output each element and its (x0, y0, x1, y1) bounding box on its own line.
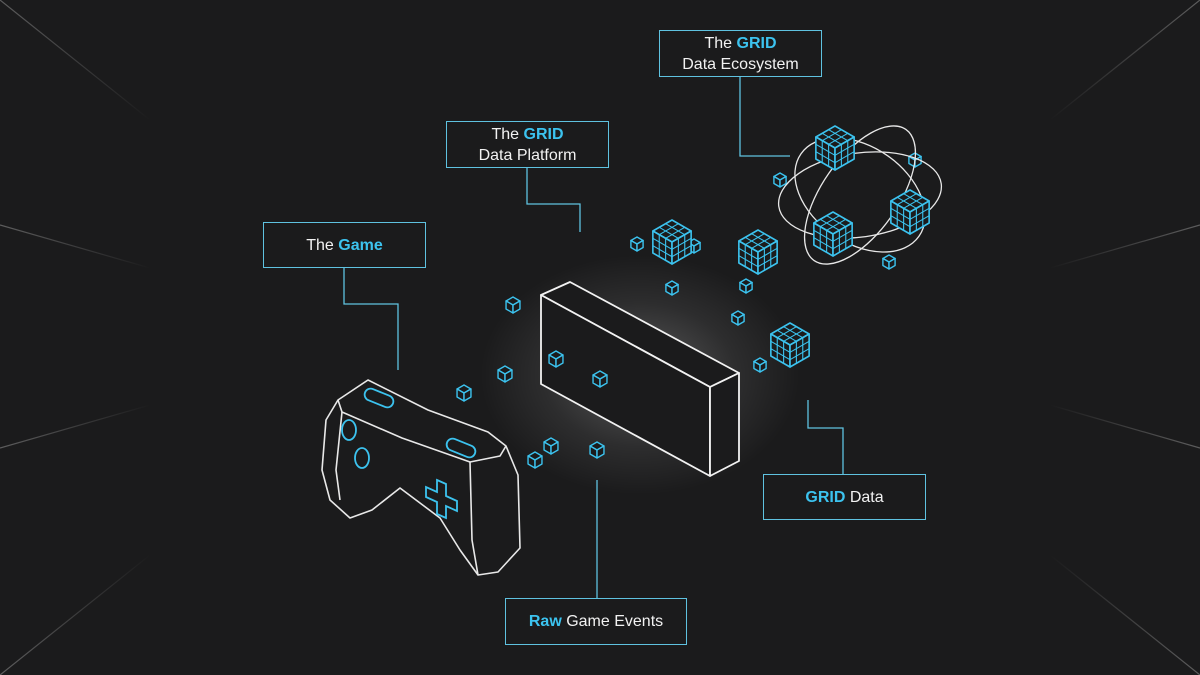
data-cube-icon (505, 296, 521, 314)
label-data-platform: The GRID Data Platform (446, 121, 609, 168)
label-platform-line2: Data Platform (478, 146, 577, 164)
label-ecosystem-highlight: GRID (736, 34, 777, 52)
data-cube-icon (813, 211, 853, 257)
controller-round-button-icon (354, 447, 370, 469)
data-cube-icon (652, 219, 692, 265)
controller-mid-button-icon (445, 437, 477, 459)
label-platform-highlight: GRID (523, 125, 564, 143)
label-data-ecosystem: The GRID Data Ecosystem (659, 30, 822, 77)
connector-lines (343, 76, 844, 598)
data-cube-icon (890, 189, 930, 235)
data-cube-icon (731, 310, 745, 326)
data-platform-block-icon (540, 281, 740, 477)
label-grid-data-suffix: Data (845, 488, 884, 506)
label-raw-game-events: Raw Game Events (505, 598, 687, 645)
data-cube-icon (456, 384, 472, 402)
label-ecosystem-prefix: The (704, 34, 737, 52)
data-cube-icon (815, 125, 855, 171)
ecosystem-cubes (813, 125, 930, 257)
dpad-icon (425, 478, 458, 520)
data-cube-icon (773, 172, 787, 188)
data-cube-icon (665, 280, 679, 296)
controller-buttons (341, 387, 477, 520)
data-cube-icon (630, 236, 644, 252)
data-cube-icon (497, 365, 513, 383)
data-cube-icon (527, 451, 543, 469)
data-cube-icon (738, 229, 778, 275)
large-data-cubes (652, 219, 810, 368)
label-raw-suffix: Game Events (561, 613, 664, 630)
data-cube-icon (739, 278, 753, 294)
label-raw-highlight: Raw (528, 613, 562, 630)
label-grid-data: GRID Data (763, 474, 926, 520)
data-cube-icon (589, 441, 605, 459)
controller-round-button-icon (341, 419, 357, 441)
connector-grid-data (807, 400, 844, 474)
data-cube-icon (753, 357, 767, 373)
game-controller-icon (321, 379, 521, 576)
label-game-prefix: The (306, 236, 339, 254)
controller-top-button-icon (363, 387, 395, 409)
label-game-highlight: Game (338, 236, 383, 254)
connector-ecosystem (739, 76, 790, 157)
data-cube-icon (548, 350, 564, 368)
data-cube-icon (592, 370, 608, 388)
data-cube-icon (882, 254, 896, 270)
data-cube-icon (543, 437, 559, 455)
label-game: The Game (263, 222, 426, 268)
data-cube-icon (770, 322, 810, 368)
label-ecosystem-line2: Data Ecosystem (682, 55, 799, 73)
label-platform-prefix: The (491, 125, 524, 143)
data-ecosystem-orbit-icon (777, 125, 943, 265)
connector-platform (526, 168, 581, 232)
connector-game (343, 268, 399, 370)
label-grid-data-highlight: GRID (805, 488, 846, 506)
small-data-cubes (456, 152, 922, 469)
